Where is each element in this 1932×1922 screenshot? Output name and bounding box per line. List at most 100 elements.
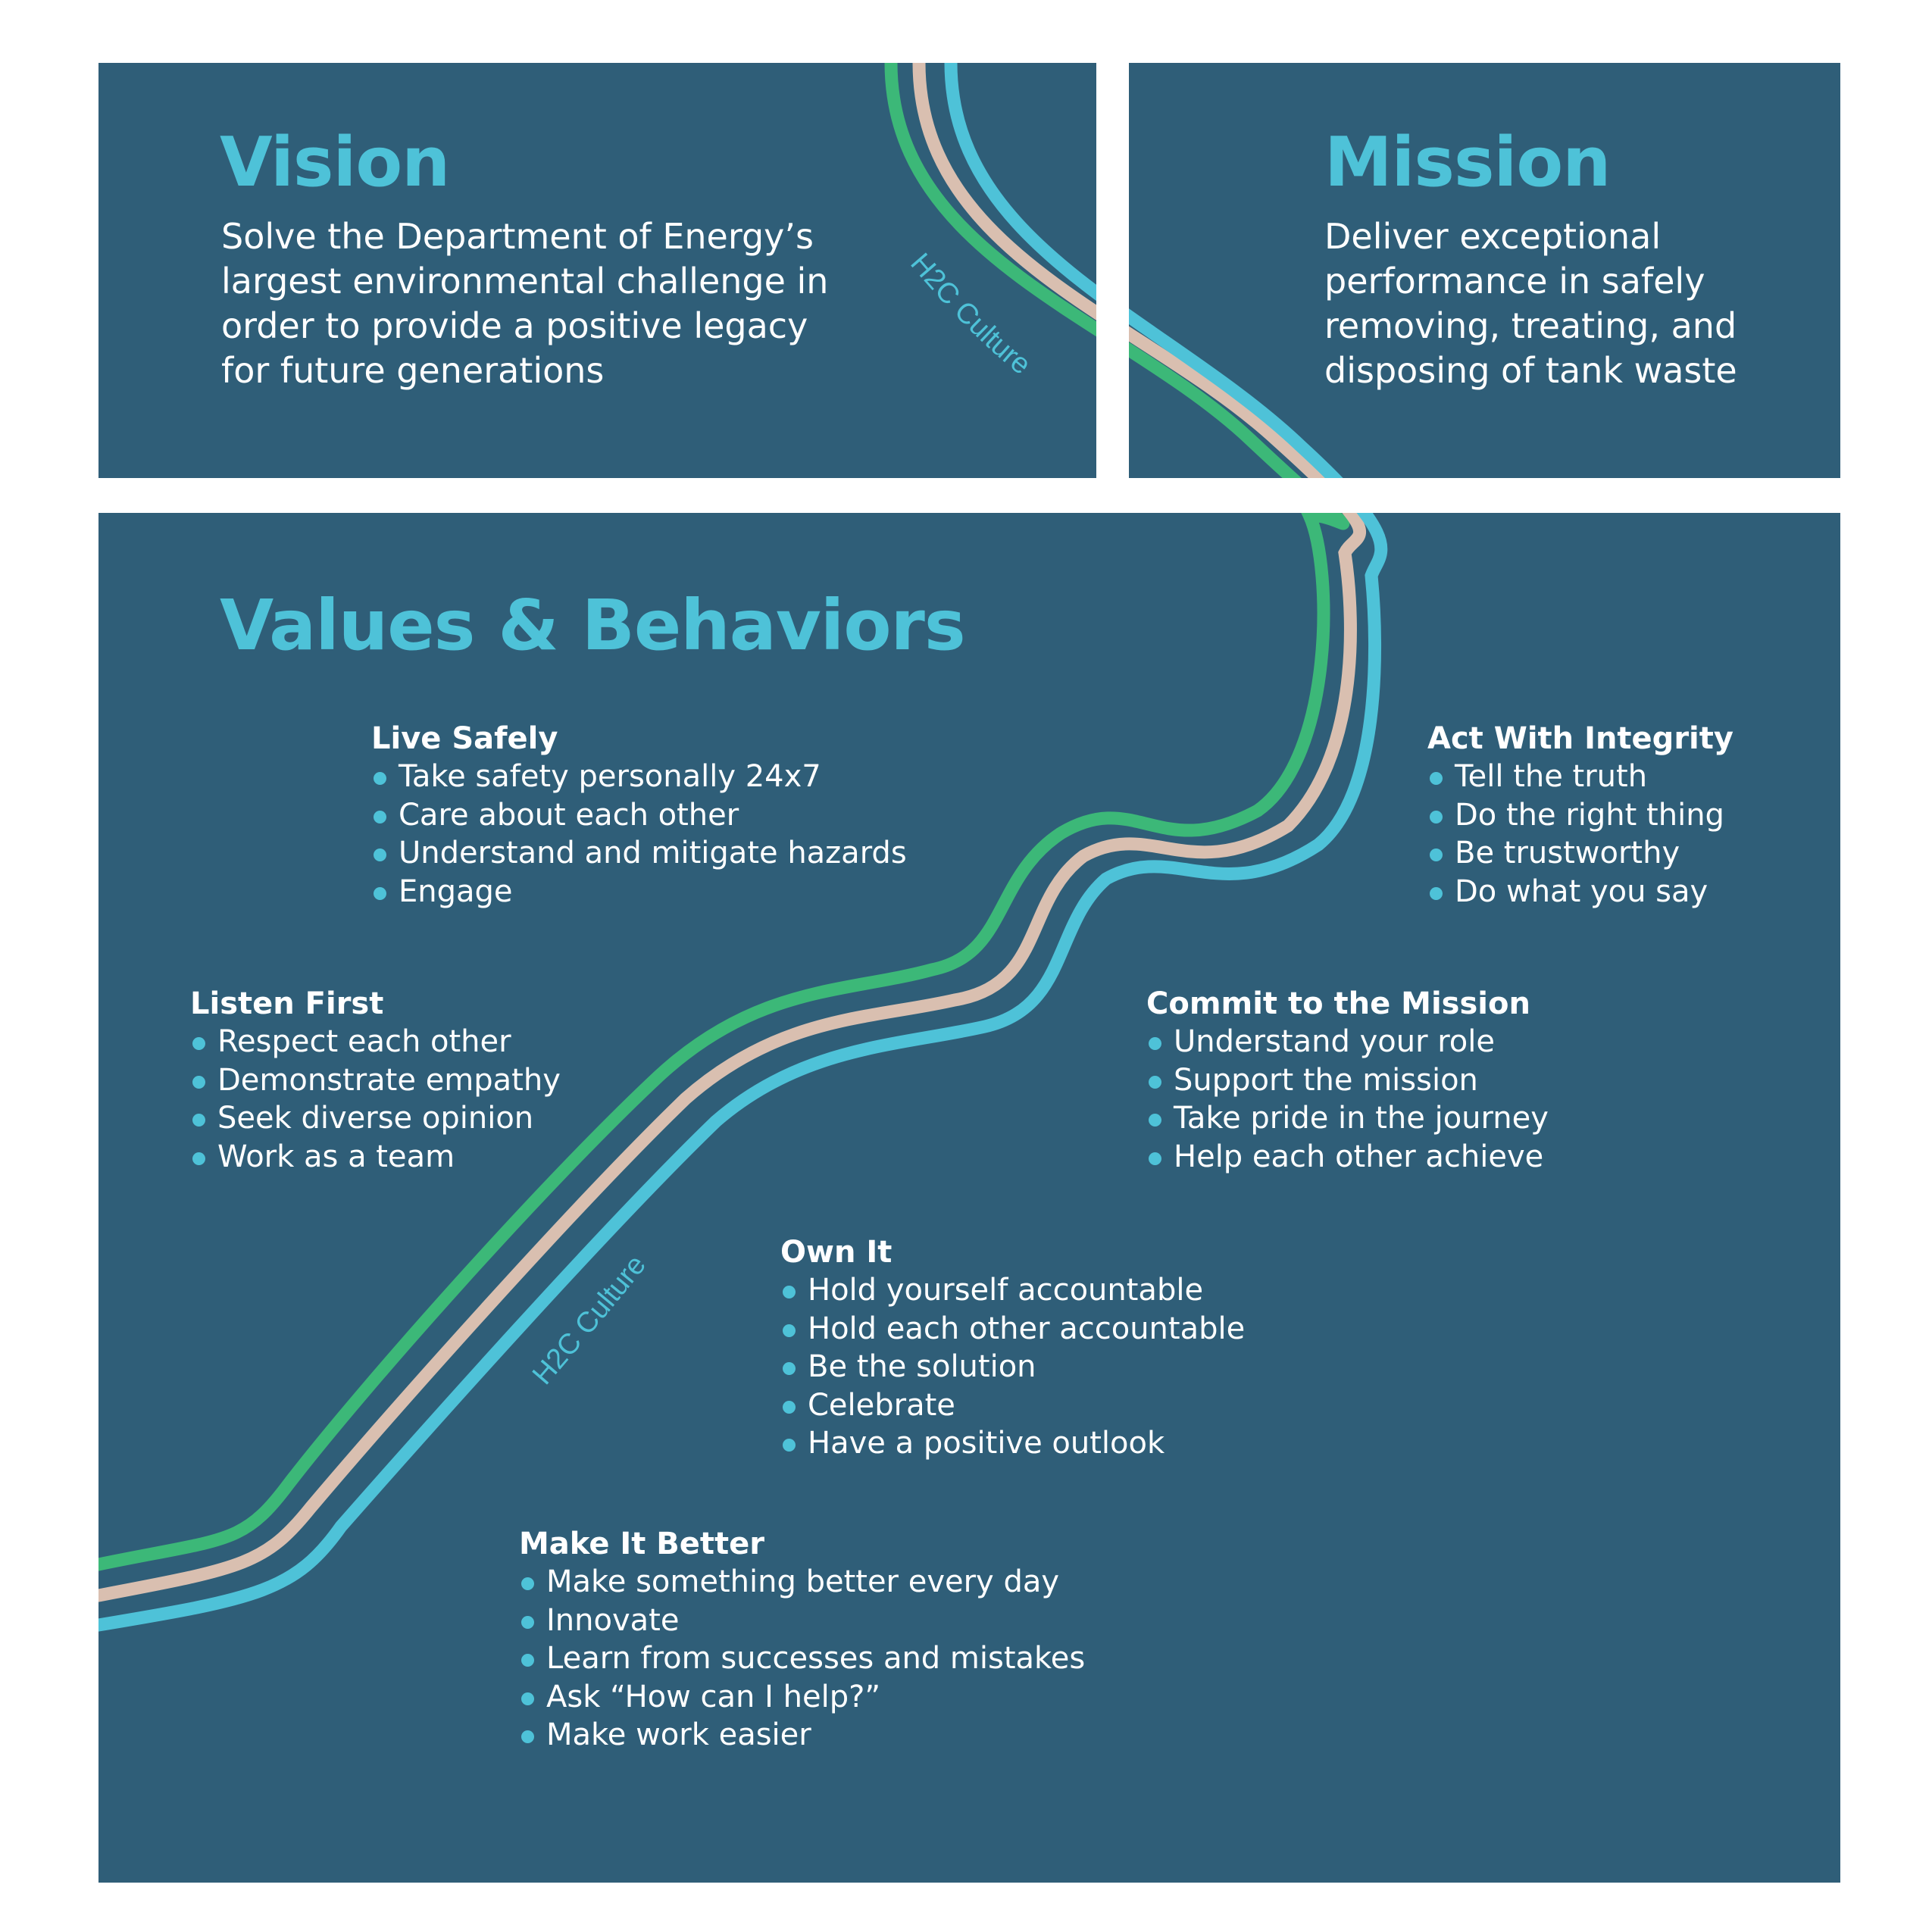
behavior-text: Care about each other — [399, 797, 739, 833]
mission-line: performance in safely — [1324, 261, 1705, 302]
vision-line: largest environmental challenge in — [221, 261, 829, 302]
behavior-item: Make something better every day — [519, 1563, 1085, 1602]
behavior-item: Make work easier — [519, 1716, 1085, 1755]
behavior-text: Make work easier — [546, 1717, 811, 1752]
mission-line: disposing of tank waste — [1324, 350, 1737, 391]
behavior-item: Demonstrate empathy — [190, 1061, 561, 1100]
values-title: Values & Behaviors — [220, 585, 966, 666]
dot-bullet-icon — [374, 848, 386, 861]
mission-statement: Deliver exceptional performance in safel… — [1324, 214, 1737, 393]
behavior-text: Engage — [399, 873, 513, 909]
behavior-item: Work as a team — [190, 1138, 561, 1177]
behavior-item: Innovate — [519, 1602, 1085, 1640]
value-title: Live Safely — [371, 721, 558, 756]
behavior-item: Understand your role — [1146, 1023, 1549, 1061]
behavior-text: Work as a team — [217, 1139, 455, 1174]
behavior-text: Be trustworthy — [1455, 836, 1680, 870]
behavior-item: Take pride in the journey — [1146, 1099, 1549, 1138]
behavior-text: Seek diverse opinion — [217, 1101, 534, 1136]
culture-curve-beige — [98, 63, 1367, 1602]
dot-bullet-icon — [1149, 1114, 1161, 1127]
dot-bullet-icon — [192, 1114, 205, 1127]
behavior-text: Celebrate — [808, 1387, 955, 1423]
value-group-commit-to-mission: Commit to the Mission Understand your ro… — [1146, 985, 1549, 1176]
dot-bullet-icon — [521, 1730, 534, 1743]
mission-title: Mission — [1324, 123, 1611, 202]
dot-bullet-icon — [1149, 1037, 1161, 1050]
dot-bullet-icon — [1430, 886, 1443, 900]
dot-bullet-icon — [1430, 848, 1443, 861]
behavior-text: Tell the truth — [1455, 759, 1648, 794]
behavior-text: Do what you say — [1455, 873, 1708, 909]
dot-bullet-icon — [521, 1654, 534, 1667]
dot-bullet-icon — [374, 772, 386, 785]
vision-statement: Solve the Department of Energy’s largest… — [221, 214, 828, 393]
behavior-item: Celebrate — [780, 1386, 1245, 1425]
behavior-text: Take pride in the journey — [1174, 1101, 1549, 1136]
behavior-item: Help each other achieve — [1146, 1138, 1549, 1177]
value-title: Listen First — [190, 986, 384, 1021]
behavior-text: Be the solution — [808, 1349, 1036, 1384]
behavior-item: Seek diverse opinion — [190, 1099, 561, 1138]
value-title: Own It — [780, 1235, 893, 1270]
behavior-text: Support the mission — [1174, 1062, 1478, 1098]
dot-bullet-icon — [192, 1037, 205, 1050]
value-title: Act With Integrity — [1427, 721, 1733, 756]
behavior-text: Ask “How can I help?” — [546, 1679, 881, 1714]
dot-bullet-icon — [192, 1075, 205, 1089]
behavior-text: Hold each other accountable — [808, 1311, 1246, 1346]
culture-curve-green — [98, 63, 1350, 1571]
dot-bullet-icon — [521, 1577, 534, 1590]
behavior-item: Tell the truth — [1427, 758, 1733, 796]
culture-label-bottom: H2C Culture — [527, 1249, 652, 1391]
behavior-item: Take safety personally 24x7 — [371, 758, 907, 796]
behavior-text: Take safety personally 24x7 — [399, 759, 821, 794]
behavior-text: Demonstrate empathy — [217, 1062, 561, 1098]
dot-bullet-icon — [374, 810, 386, 823]
behavior-item: Ask “How can I help?” — [519, 1678, 1085, 1717]
behavior-item: Be the solution — [780, 1348, 1245, 1386]
vision-line: Solve the Department of Energy’s — [221, 216, 814, 257]
behavior-item: Care about each other — [371, 796, 907, 835]
value-group-make-it-better: Make It Better Make something better eve… — [519, 1525, 1085, 1755]
behavior-item: Respect each other — [190, 1023, 561, 1061]
mission-line: removing, treating, and — [1324, 305, 1737, 346]
behavior-text: Understand and mitigate hazards — [399, 836, 907, 870]
value-title: Make It Better — [519, 1527, 765, 1561]
behavior-text: Make something better every day — [546, 1564, 1060, 1599]
behavior-text: Learn from successes and mistakes — [546, 1641, 1086, 1676]
behavior-item: Engage — [371, 873, 907, 911]
dot-bullet-icon — [783, 1362, 796, 1375]
dot-bullet-icon — [1149, 1152, 1161, 1165]
behavior-item: Learn from successes and mistakes — [519, 1639, 1085, 1678]
dot-bullet-icon — [783, 1286, 796, 1299]
values-behaviors-panel — [98, 513, 1840, 1883]
dot-bullet-icon — [783, 1324, 796, 1337]
dot-bullet-icon — [1149, 1075, 1161, 1089]
behavior-text: Respect each other — [217, 1024, 511, 1059]
behavior-text: Do the right thing — [1455, 797, 1724, 833]
behavior-text: Understand your role — [1174, 1024, 1495, 1059]
behavior-item: Hold each other accountable — [780, 1310, 1245, 1349]
dot-bullet-icon — [521, 1615, 534, 1629]
culture-curve-cyan — [98, 63, 1388, 1632]
dot-bullet-icon — [783, 1400, 796, 1414]
behavior-item: Do what you say — [1427, 873, 1733, 911]
behavior-text: Innovate — [546, 1602, 680, 1638]
dot-bullet-icon — [783, 1439, 796, 1452]
behavior-item: Support the mission — [1146, 1061, 1549, 1100]
behavior-item: Understand and mitigate hazards — [371, 834, 907, 873]
dot-bullet-icon — [521, 1692, 534, 1705]
behavior-item: Hold yourself accountable — [780, 1271, 1245, 1310]
